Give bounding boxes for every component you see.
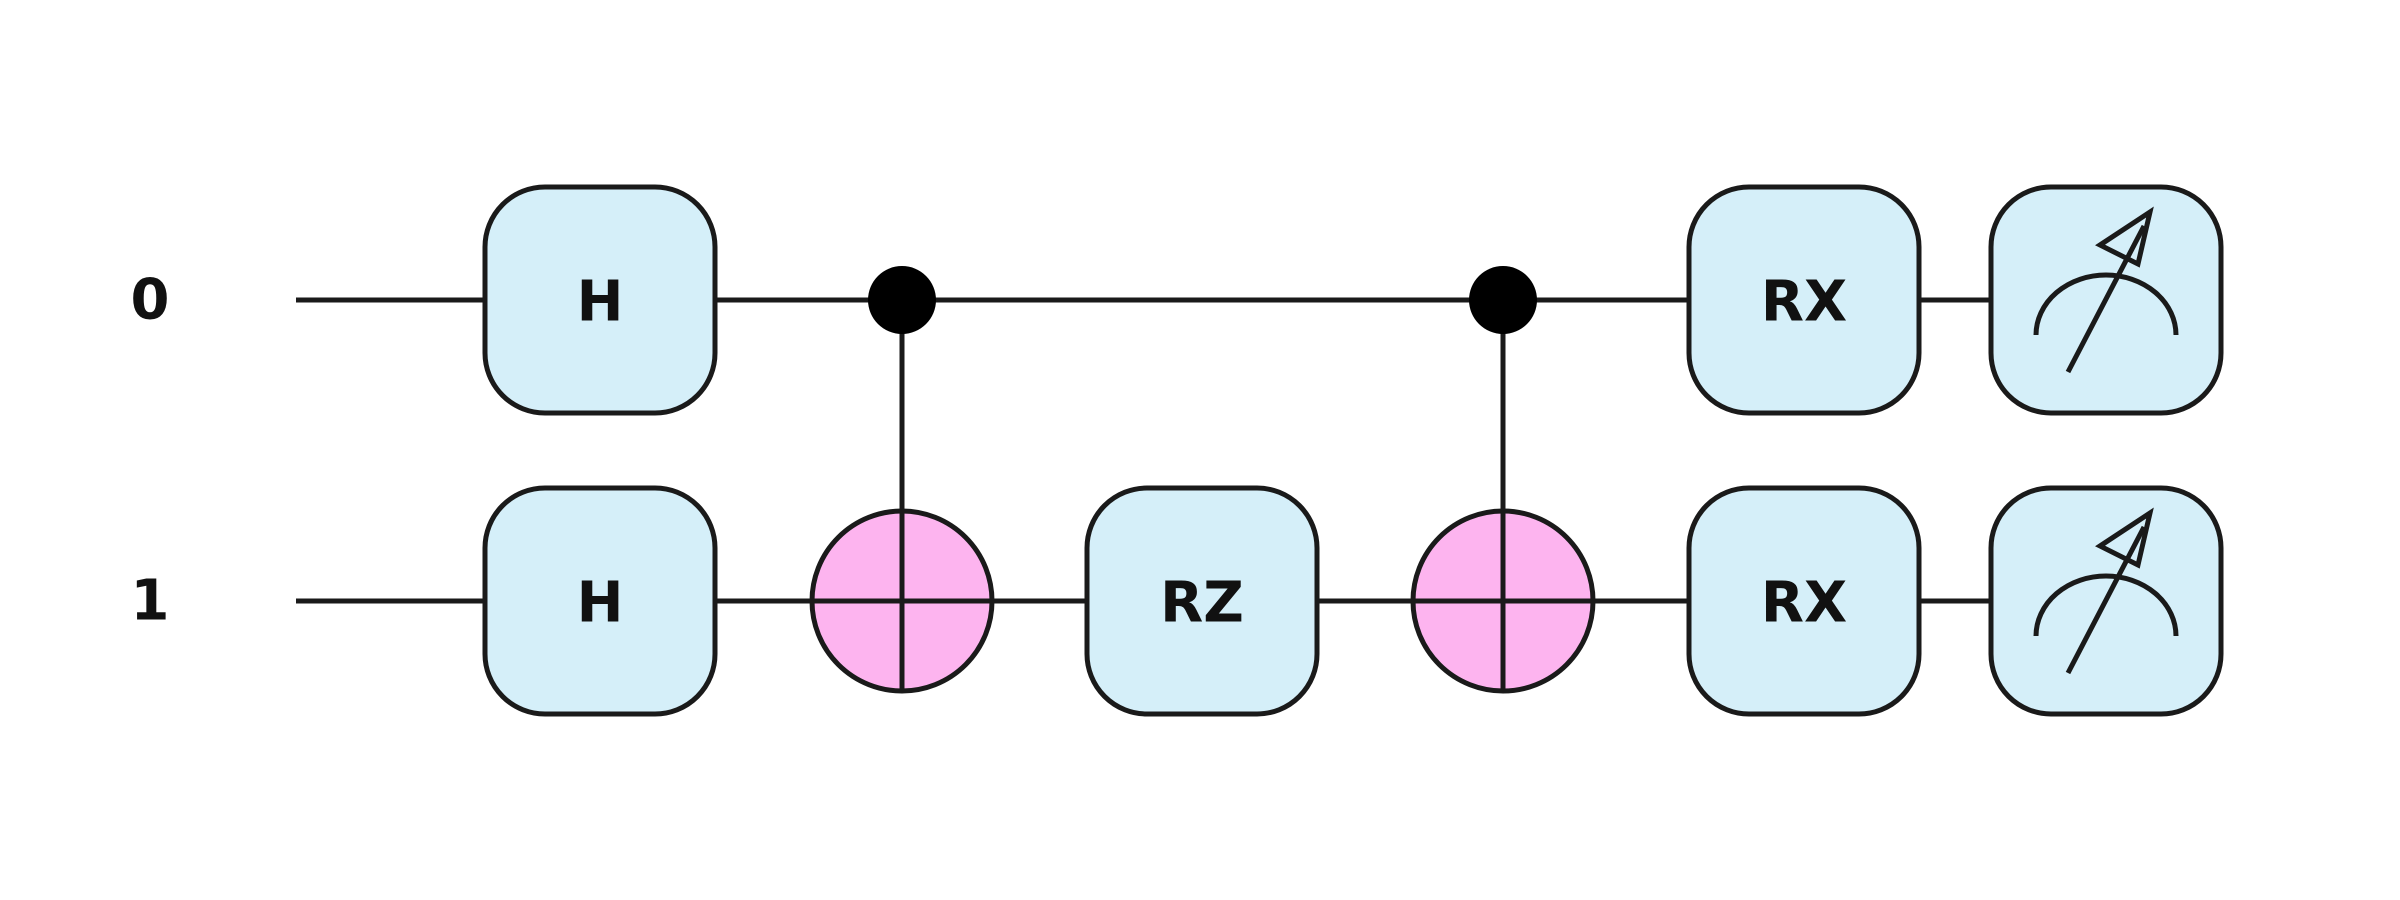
gate-label: RZ (1160, 571, 1244, 636)
control-dot (868, 266, 936, 334)
measurement-gate-q1 (1988, 485, 2224, 717)
meter-arrowhead (2095, 206, 2154, 268)
measurement-meter-icon (2033, 206, 2179, 374)
gate-h-q1: H (482, 485, 718, 717)
control-dot (1469, 266, 1537, 334)
cnot-target (809, 508, 995, 694)
gate-rx-q1: RX (1686, 485, 1922, 717)
gate-rx-q0: RX (1686, 184, 1922, 416)
gate-rz-q1: RZ (1084, 485, 1320, 717)
gate-box (1686, 184, 1922, 416)
gate-label: RX (1761, 571, 1847, 636)
gate-box (482, 485, 718, 717)
meter-needle (2065, 224, 2147, 374)
meter-arc (2033, 272, 2179, 336)
cnot-target (1410, 508, 1596, 694)
gate-label: RX (1761, 270, 1847, 335)
gate-box (482, 184, 718, 416)
control-connectors (899, 300, 1506, 511)
gates: H H RZ RX RX (482, 184, 2224, 717)
gate-label: H (577, 571, 624, 636)
qubit-labels: 01 (131, 268, 170, 634)
gate-box (1686, 485, 1922, 717)
meter-arrowhead (2095, 507, 2154, 569)
meter-arc (2033, 573, 2179, 637)
measurement-meter-icon (2033, 507, 2179, 675)
measurement-gate-q0 (1988, 184, 2224, 416)
qubit-label: 1 (131, 569, 170, 634)
gate-h-q0: H (482, 184, 718, 416)
qubit-label: 0 (131, 268, 170, 333)
gate-box (1084, 485, 1320, 717)
gate-label: H (577, 270, 624, 335)
meter-needle (2065, 525, 2147, 675)
